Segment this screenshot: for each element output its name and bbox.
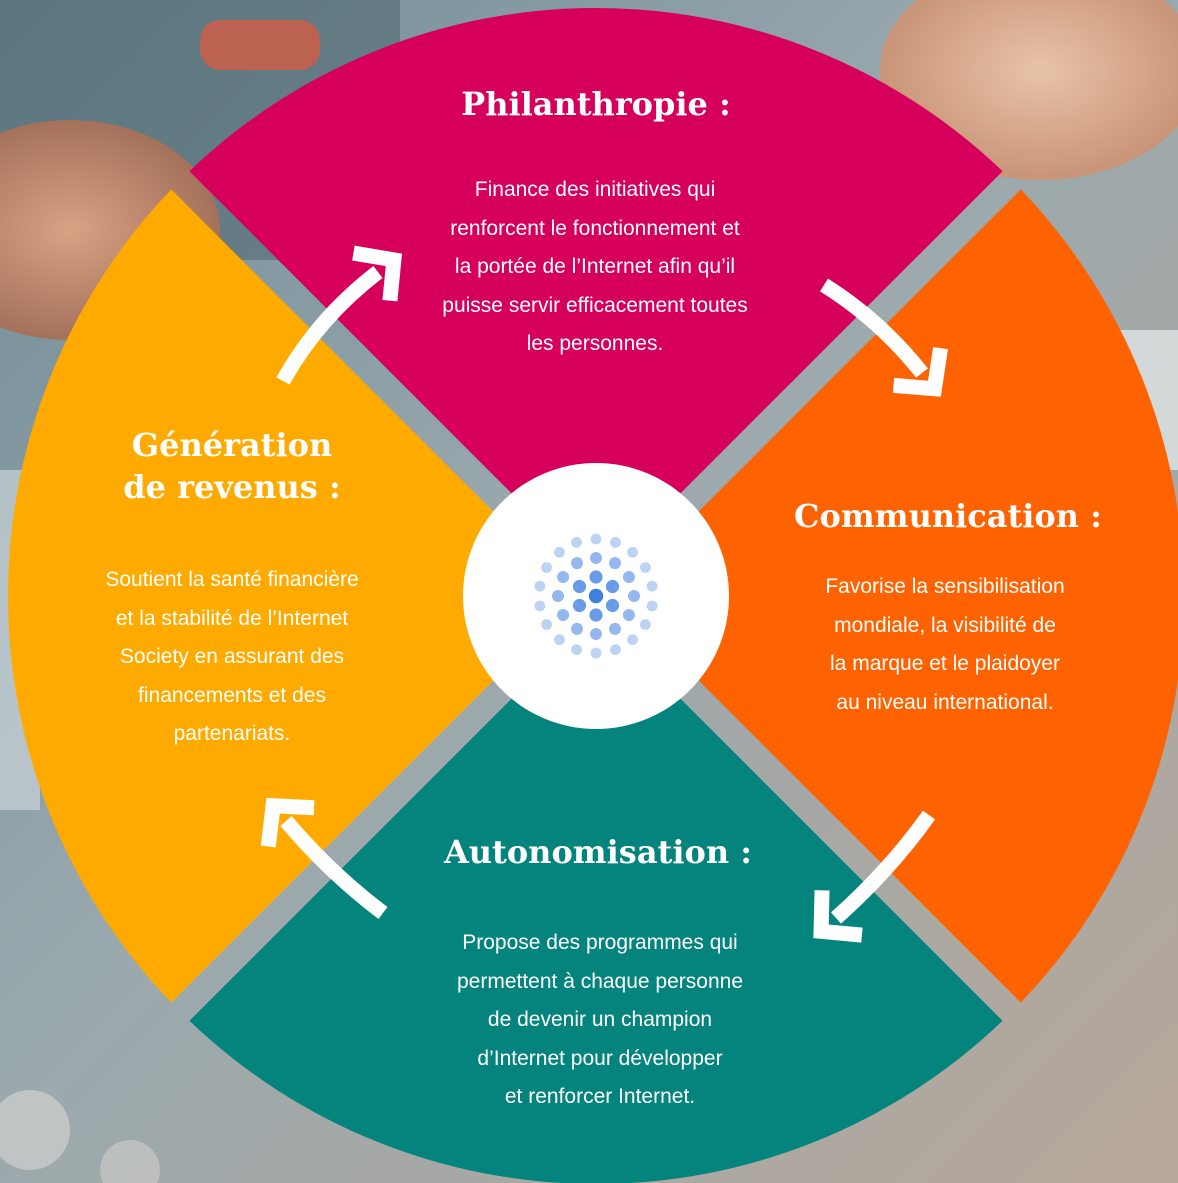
logo-dot: [541, 619, 552, 630]
arrow-head-icon: [260, 797, 315, 848]
logo-dot: [589, 608, 603, 622]
logo-dot: [571, 644, 582, 655]
philanthropy-line: la portée de l’Internet afin qu’il: [454, 255, 736, 278]
empowerment-title: Autonomisation :: [443, 833, 753, 871]
empowerment-line: Propose des programmes qui: [462, 931, 738, 954]
philanthropy-line: Finance des initiatives qui: [474, 178, 716, 201]
communication-line: Favorise la sensibilisation: [825, 575, 1065, 598]
segment-communication: [614, 189, 1178, 1003]
logo-dot: [572, 579, 587, 594]
logo-dot: [627, 634, 638, 646]
logo-dot: [610, 644, 621, 655]
arrow-head-icon: [813, 890, 863, 943]
arrow-communication-to-empowerment-icon: [831, 810, 936, 924]
revenue-line: Soutient la santé financière: [105, 568, 359, 591]
logo-dot: [609, 622, 621, 635]
communication-line: au niveau international.: [836, 690, 1054, 714]
arrow-revenue-to-philanthropy-icon: [276, 266, 383, 385]
logo-dot: [609, 557, 621, 570]
logo-dot: [590, 647, 602, 659]
empowerment-line: permettent à chaque personne: [456, 969, 744, 993]
logo-dot: [646, 600, 658, 612]
philanthropy-line: les personnes.: [526, 332, 664, 355]
logo-dot: [628, 590, 640, 602]
arrow-head-icon: [352, 245, 403, 302]
empowerment-line: de devenir un champion: [487, 1008, 713, 1031]
revenue-title-line: Génération: [131, 426, 333, 464]
arrow-philanthropy-to-communication-icon: [820, 278, 928, 378]
logo-dot: [534, 580, 546, 592]
communication-title: Communication :: [794, 497, 1102, 535]
logo-dot: [590, 552, 602, 564]
logo-dot: [622, 609, 635, 621]
communication-description: Favorise la sensibilisation mondiale, la…: [780, 568, 1110, 722]
communication-line: la marque et le plaidoyer: [830, 652, 1060, 675]
logo-dot: [589, 570, 603, 584]
revenue-description: Soutient la santé financière et la stabi…: [62, 561, 402, 754]
philanthropy-line: puisse servir efficacement toutes: [442, 293, 748, 317]
arrow-head-icon: [892, 346, 948, 397]
logo-dot: [622, 571, 635, 583]
logo-dot: [640, 619, 651, 630]
revenue-line: partenariats.: [173, 722, 291, 745]
logo-dot: [588, 588, 604, 604]
revenue-line: et la stabilité de l’Internet: [115, 606, 349, 630]
logo-dot: [646, 580, 658, 592]
logo-dot: [571, 557, 583, 570]
revenue-line: Society en assurant des: [119, 645, 345, 668]
logo-dot: [554, 546, 565, 558]
logo-dot: [605, 598, 620, 613]
logo-dot: [640, 562, 651, 573]
logo-dot: [541, 562, 552, 573]
logo-dot: [571, 622, 583, 635]
logo-dot: [571, 537, 582, 548]
logo-dot: [572, 598, 587, 613]
arrow-empowerment-to-revenue-icon: [280, 816, 388, 919]
segment-philanthropy: [189, 7, 1003, 578]
logo-dot: [557, 571, 570, 583]
logo-dot: [590, 628, 602, 640]
empowerment-line: d’Internet pour développer: [477, 1046, 723, 1070]
logo-dot: [534, 600, 546, 612]
segment-empowerment: [189, 614, 1003, 1183]
empowerment-line: et renforcer Internet.: [504, 1085, 696, 1108]
dot-sphere-logo-icon: [534, 533, 658, 659]
logo-dot: [554, 634, 565, 646]
logo-dot: [627, 546, 638, 558]
logo-dot: [590, 533, 602, 545]
logo-dot: [552, 590, 564, 602]
logo-dot: [605, 579, 620, 594]
empowerment-description: Propose des programmes qui permettent à …: [390, 924, 810, 1117]
revenue-line: financements et des: [138, 683, 326, 707]
revenue-title: Génération de revenus :: [82, 424, 382, 508]
segment-revenue: [7, 189, 578, 1003]
logo-dot: [557, 609, 570, 621]
logo-dot: [610, 537, 621, 548]
communication-line: mondiale, la visibilité de: [834, 613, 1056, 637]
philanthropy-line: renforcent le fonctionnement et: [450, 216, 740, 240]
philanthropy-title: Philanthropie :: [461, 85, 731, 123]
philanthropy-description: Finance des initiatives qui renforcent l…: [380, 171, 810, 364]
revenue-title-line: de revenus :: [123, 468, 341, 506]
